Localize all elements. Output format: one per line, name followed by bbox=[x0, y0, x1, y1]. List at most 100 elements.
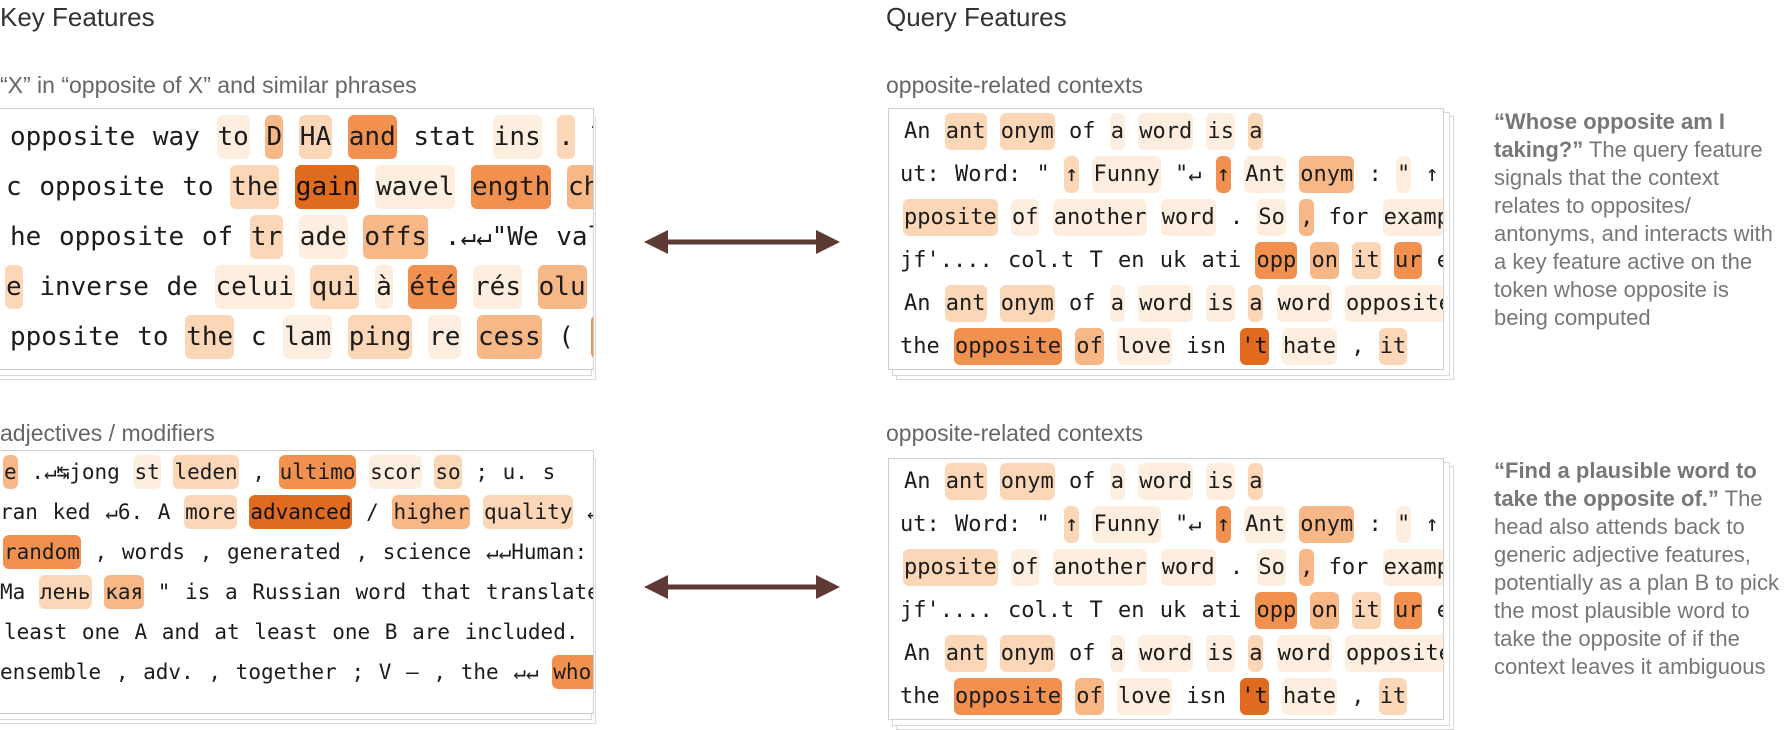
token: word bbox=[1160, 199, 1216, 236]
token: that bbox=[419, 575, 473, 609]
query-bottom-note-text: The head also attends back to generic ad… bbox=[1494, 486, 1779, 679]
token: on bbox=[1310, 592, 1339, 629]
token: it bbox=[1378, 678, 1408, 715]
key-top-stack: opposite way to D HA and stat ins . Thc … bbox=[0, 108, 596, 380]
token: An bbox=[903, 285, 932, 322]
token: A bbox=[156, 495, 172, 529]
token: "↵ bbox=[1173, 506, 1203, 543]
token: of bbox=[200, 215, 235, 259]
token: , bbox=[432, 655, 448, 689]
token: , bbox=[1350, 678, 1366, 715]
token-row: An ant onym of a word is a bbox=[903, 113, 1264, 150]
token: , bbox=[354, 535, 370, 569]
token: D bbox=[265, 115, 284, 159]
token: 't bbox=[1240, 328, 1269, 365]
token: generated bbox=[226, 535, 342, 569]
token: adv. bbox=[142, 655, 195, 689]
token: love bbox=[1116, 678, 1172, 715]
token: hate bbox=[1281, 678, 1337, 715]
bottom-double-arrow-icon bbox=[644, 575, 840, 599]
token: 't bbox=[1240, 678, 1269, 715]
token: ant bbox=[944, 285, 987, 322]
token: Ant bbox=[1244, 156, 1286, 193]
token-row: pposite of another word . So , for examp… bbox=[903, 549, 1443, 586]
token: onym bbox=[1299, 156, 1355, 193]
token: ( bbox=[557, 315, 575, 359]
token: for bbox=[1327, 199, 1370, 236]
token: of bbox=[1075, 328, 1104, 365]
token-row: ran ked ↵6. A more advanced / higher qua… bbox=[0, 495, 593, 529]
token: a bbox=[1248, 463, 1264, 500]
token: word bbox=[1138, 285, 1194, 322]
token: he bbox=[9, 215, 43, 259]
token: " bbox=[1395, 506, 1412, 543]
token: word bbox=[1160, 549, 1216, 586]
token: ; bbox=[474, 455, 489, 489]
token: , bbox=[1350, 328, 1366, 365]
token: ↑ bbox=[1424, 506, 1440, 543]
token: e bbox=[1435, 242, 1443, 279]
token: : bbox=[1367, 156, 1383, 193]
token: pposite bbox=[903, 199, 998, 236]
query-bottom-note-bold: “Find a plausible word to take the oppos… bbox=[1494, 458, 1757, 511]
token: . bbox=[1228, 199, 1245, 236]
token: inverse bbox=[38, 265, 150, 309]
token-row: he opposite of tr ade offs .↵↵"We value bbox=[9, 215, 593, 259]
token: and bbox=[160, 615, 201, 649]
token: opp bbox=[1255, 592, 1298, 629]
token: the bbox=[899, 328, 941, 365]
token: So bbox=[1257, 549, 1286, 586]
token: wavel bbox=[375, 165, 456, 209]
token: An bbox=[903, 113, 932, 150]
token: en bbox=[1116, 242, 1146, 279]
token: Ma bbox=[0, 575, 27, 609]
token: ur bbox=[1393, 592, 1423, 629]
token: it bbox=[1378, 328, 1408, 365]
token: ength bbox=[471, 165, 552, 209]
token: col.t bbox=[1006, 592, 1076, 629]
token: of bbox=[1075, 678, 1104, 715]
token: words bbox=[120, 535, 187, 569]
token: .↵↵"We bbox=[443, 215, 540, 259]
token: . bbox=[1228, 549, 1245, 586]
token: uk bbox=[1158, 592, 1188, 629]
token: e bbox=[3, 455, 18, 489]
token: together bbox=[234, 655, 338, 689]
token: it bbox=[1352, 242, 1381, 279]
token: ping bbox=[347, 315, 413, 359]
token: a bbox=[1248, 285, 1264, 322]
token: " bbox=[156, 575, 172, 609]
key-bottom-label: adjectives / modifiers bbox=[0, 420, 215, 446]
token: word bbox=[1276, 635, 1332, 672]
token: onym bbox=[1299, 506, 1355, 543]
token: word bbox=[1138, 113, 1194, 150]
token: col.t bbox=[1006, 242, 1076, 279]
token: qui bbox=[310, 265, 360, 309]
query-features-heading: Query Features bbox=[886, 2, 1067, 32]
token: another bbox=[1052, 199, 1148, 236]
token: of bbox=[1067, 113, 1097, 150]
token: ↵↵Human: bbox=[484, 535, 589, 569]
token-row: ut: Word: " ↑ Funny "↵ ↑ Ant onym : " ↑ … bbox=[899, 156, 1443, 193]
token: Word: bbox=[954, 156, 1023, 193]
token: for bbox=[1327, 549, 1370, 586]
token: ↵< bbox=[586, 495, 593, 529]
token: rés bbox=[473, 265, 522, 309]
token: re bbox=[428, 315, 462, 359]
token: — bbox=[405, 655, 420, 689]
token: hate bbox=[1281, 328, 1337, 365]
token: jf'.... bbox=[899, 592, 994, 629]
token: a bbox=[1109, 635, 1125, 672]
token-row: the opposite of love isn 't hate , it bbox=[899, 678, 1408, 715]
token: A bbox=[133, 615, 149, 649]
token: An bbox=[903, 463, 932, 500]
token: a bbox=[224, 575, 239, 609]
token: e bbox=[1435, 592, 1443, 629]
token: , bbox=[114, 655, 130, 689]
token: c bbox=[5, 165, 23, 209]
token-row: c opposite to the gain wavel ength ch bbox=[5, 165, 593, 209]
token: one bbox=[331, 615, 372, 649]
token: T bbox=[1088, 242, 1104, 279]
token: ↑ bbox=[1215, 506, 1231, 543]
